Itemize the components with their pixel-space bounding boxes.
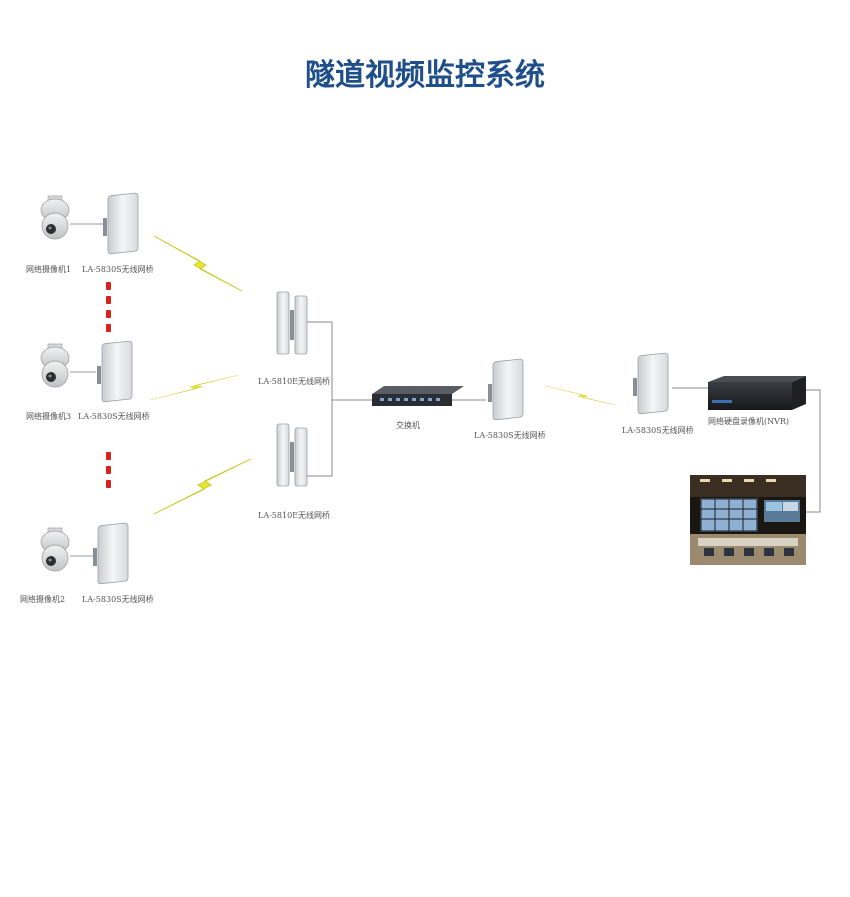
- camera-3-node: 网络摄像机3 LA-5830S无线网桥: [26, 340, 150, 421]
- switch-node: 交换机: [372, 386, 464, 430]
- hub-antenna-bottom: LA-5810E无线网桥: [258, 423, 330, 520]
- diagram-title: 隧道视频监控系统: [305, 58, 545, 93]
- hub-antenna-top: LA-5810E无线网桥: [258, 291, 330, 386]
- red-dots-upper: [106, 282, 111, 332]
- panel-antenna-icon: [96, 340, 133, 403]
- nvr-icon: [708, 376, 806, 410]
- sector-antenna-icon: [276, 291, 308, 355]
- wireless-bolt-icon: [545, 385, 617, 406]
- dome-camera-icon: [40, 527, 70, 572]
- switch-icon: [372, 386, 464, 406]
- panel-antenna-icon: [102, 192, 139, 255]
- red-dots-lower: [106, 452, 111, 488]
- dome-camera-icon: [40, 343, 70, 388]
- camera-3-label: 网络摄像机3: [26, 411, 71, 421]
- sector-antenna-icon: [276, 423, 308, 487]
- wireless-bolt-icon: [153, 458, 252, 515]
- bridge-right-label: LA-5830S无线网桥: [622, 425, 694, 435]
- camera-1-node: 网络摄像机1 LA-5830S无线网桥: [26, 192, 154, 274]
- switch-label: 交换机: [396, 420, 420, 430]
- bridge-mid-node: LA-5830S无线网桥: [474, 358, 546, 440]
- camera-3-bridge-label: LA-5830S无线网桥: [78, 411, 150, 421]
- panel-antenna-icon: [487, 358, 524, 421]
- panel-antenna-icon: [632, 352, 669, 415]
- camera-2-node: 网络摄像机2 LA-5830S无线网桥: [20, 522, 154, 604]
- nvr-to-center-line: [806, 389, 821, 513]
- bridge-right-node: LA-5830S无线网桥: [622, 352, 694, 435]
- camera-1-bridge-label: LA-5830S无线网桥: [82, 264, 154, 274]
- hub-top-label: LA-5810E无线网桥: [258, 376, 330, 386]
- hub-wiring: [307, 321, 372, 477]
- monitoring-center-image: [690, 475, 806, 565]
- wireless-bolt-icon: [153, 235, 243, 292]
- wireless-bolt-icon: [149, 375, 239, 401]
- nvr-node: 网络硬盘录像机(NVR): [708, 376, 806, 426]
- camera-2-label: 网络摄像机2: [20, 594, 65, 604]
- camera-1-label: 网络摄像机1: [26, 264, 71, 274]
- bridge-mid-label: LA-5830S无线网桥: [474, 430, 546, 440]
- dome-camera-icon: [40, 195, 70, 240]
- hub-bottom-label: LA-5810E无线网桥: [258, 510, 330, 520]
- nvr-label: 网络硬盘录像机(NVR): [708, 416, 789, 426]
- camera-2-bridge-label: LA-5830S无线网桥: [82, 594, 154, 604]
- panel-antenna-icon: [92, 522, 129, 585]
